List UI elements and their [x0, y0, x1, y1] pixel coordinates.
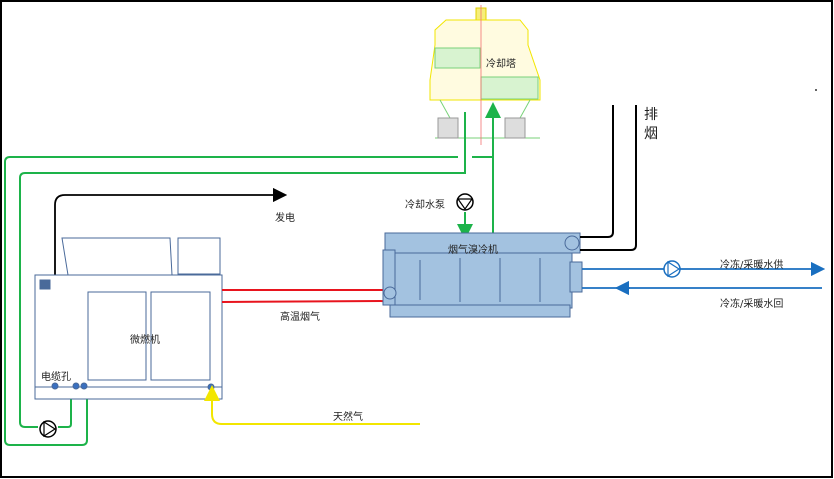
chiller	[382, 232, 583, 318]
exhaust-label-2: 烟	[644, 126, 658, 142]
cooling-pump-label: 冷却水泵	[405, 200, 445, 211]
cooling-water-pipes	[4, 102, 501, 446]
flue-gas-label: 高温烟气	[280, 312, 320, 323]
supply-label: 冷冻/采暖水供	[720, 260, 784, 271]
cooling-tower-label: 冷却塔	[486, 59, 516, 70]
microturbine	[34, 237, 223, 400]
cooling-tower	[429, 5, 541, 145]
natural-gas-pipe	[204, 385, 420, 425]
power-cable	[54, 187, 288, 388]
circulation-pump-icon	[39, 420, 57, 438]
chilled-water-pipes	[582, 261, 826, 296]
exhaust-label-1: 排	[644, 107, 658, 123]
cable-hole-label: 电缆孔	[41, 372, 71, 383]
chiller-label: 烟气溴冷机	[448, 245, 498, 256]
power-label: 发电	[275, 213, 295, 224]
exhaust-pipes	[580, 105, 637, 251]
microturbine-label: 微燃机	[130, 335, 160, 346]
flue-gas-pipes	[221, 289, 393, 303]
dot	[815, 89, 817, 91]
return-label: 冷冻/采暖水回	[720, 299, 784, 310]
cooling-pump-icon	[456, 193, 474, 211]
natural-gas-label: 天然气	[333, 412, 363, 423]
chilled-water-pump-icon	[663, 260, 681, 278]
